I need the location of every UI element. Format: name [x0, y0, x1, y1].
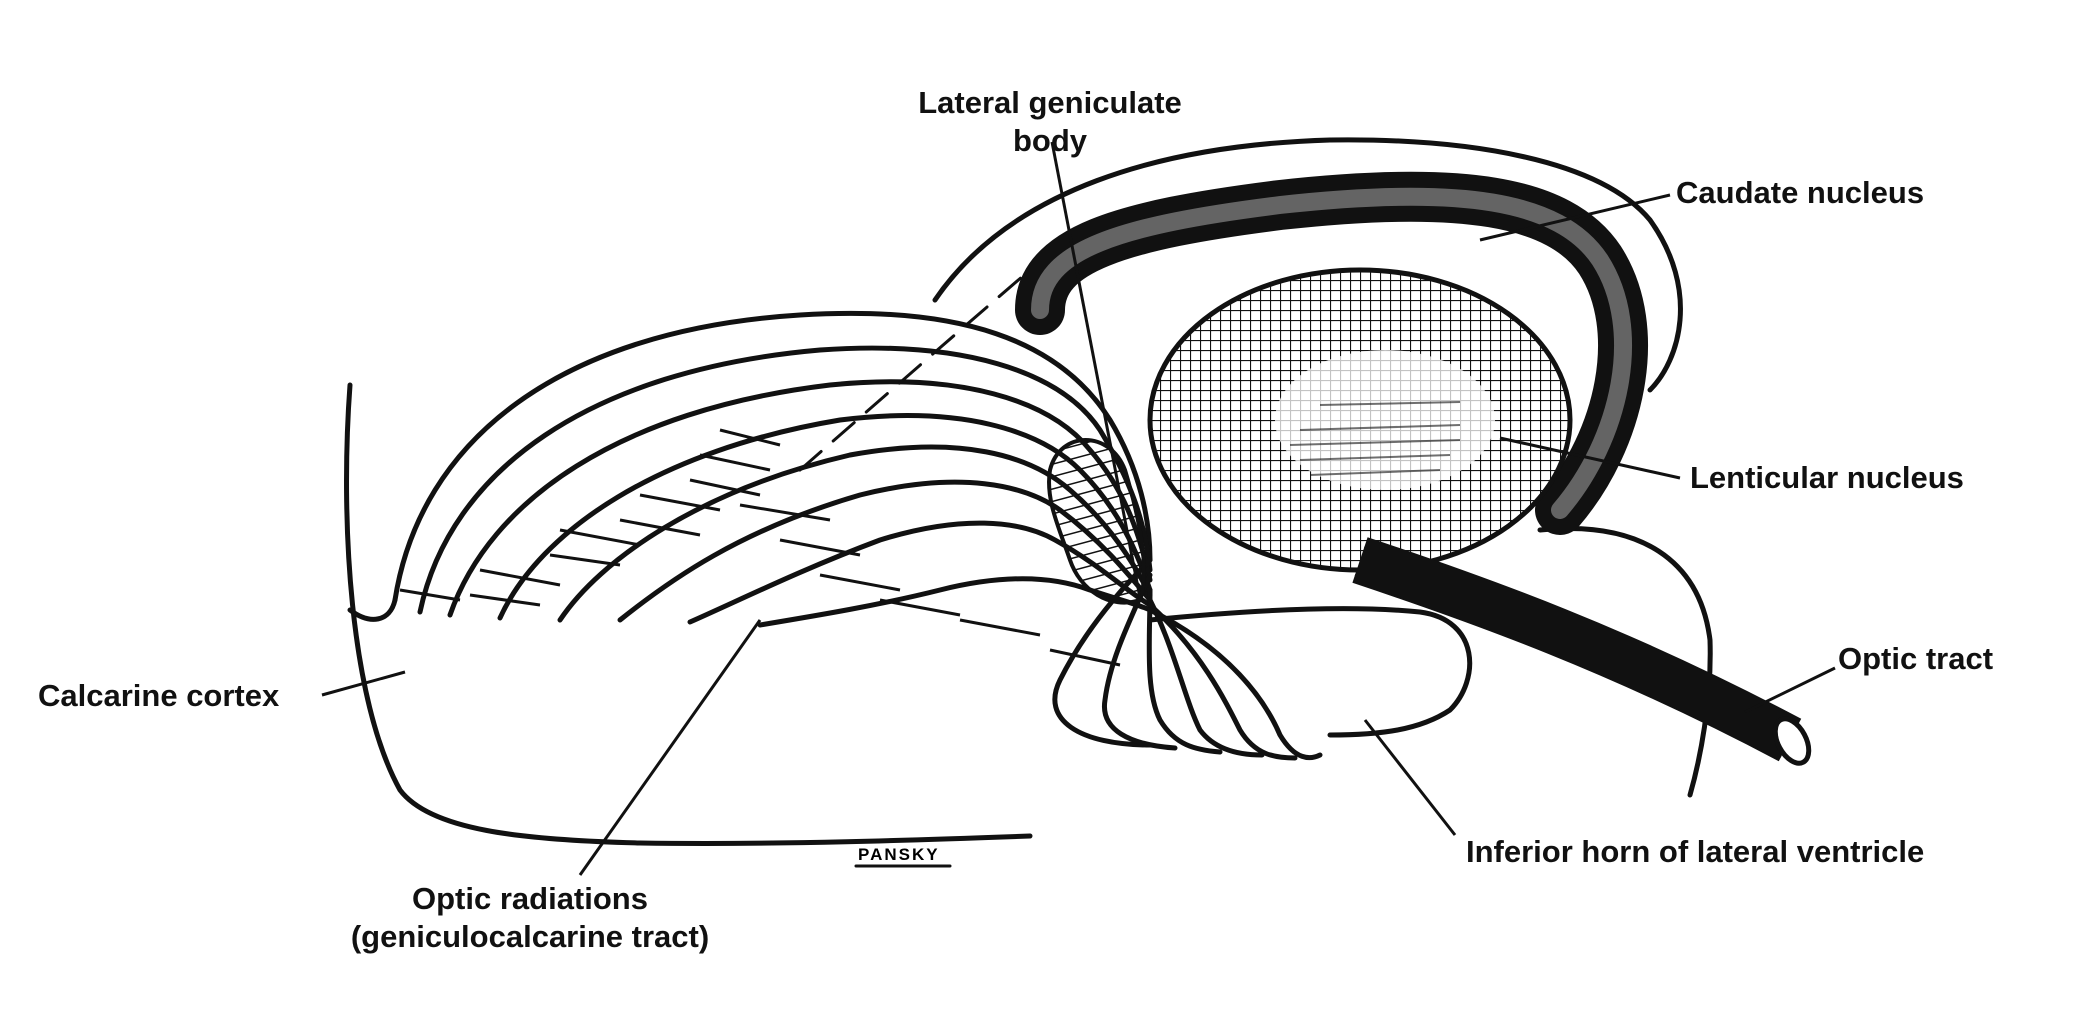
- calcarine-fissure-lip: [347, 597, 398, 622]
- label-inferior-horn: Inferior horn of lateral ventricle: [1466, 834, 1925, 869]
- label-calcarine-cortex: Calcarine cortex: [38, 678, 280, 713]
- lateral-ventricle-outline: [932, 137, 1683, 393]
- calcarine-cortex-outline: [344, 382, 1033, 846]
- radiation-hatching: [399, 428, 1121, 667]
- leader-lines: [321, 141, 1836, 876]
- inferior-horn-lower-outline: [1537, 526, 1713, 798]
- label-optic-radiations: Optic radiations (geniculocalcarine trac…: [300, 880, 760, 956]
- artist-signature: PANSKY: [858, 845, 940, 864]
- label-optic-radiations-line2: (geniculocalcarine tract): [350, 919, 710, 954]
- label-optic-radiations-line1: Optic radiations: [412, 881, 648, 916]
- dashed-fibre: [798, 268, 1032, 472]
- inferior-horn-outline: [1147, 606, 1473, 738]
- label-lateral-geniculate-line2: body: [1012, 123, 1088, 158]
- label-lenticular-nucleus: Lenticular nucleus: [1690, 460, 1964, 495]
- label-caudate-nucleus: Caudate nucleus: [1676, 175, 1925, 210]
- label-lateral-geniculate-body: Lateral geniculate body: [880, 84, 1220, 160]
- label-optic-tract: Optic tract: [1838, 641, 1994, 676]
- lateral-geniculate-body: [1047, 438, 1146, 605]
- label-lateral-geniculate-line1: Lateral geniculate: [918, 85, 1182, 120]
- optic-tract-end: [1772, 716, 1812, 766]
